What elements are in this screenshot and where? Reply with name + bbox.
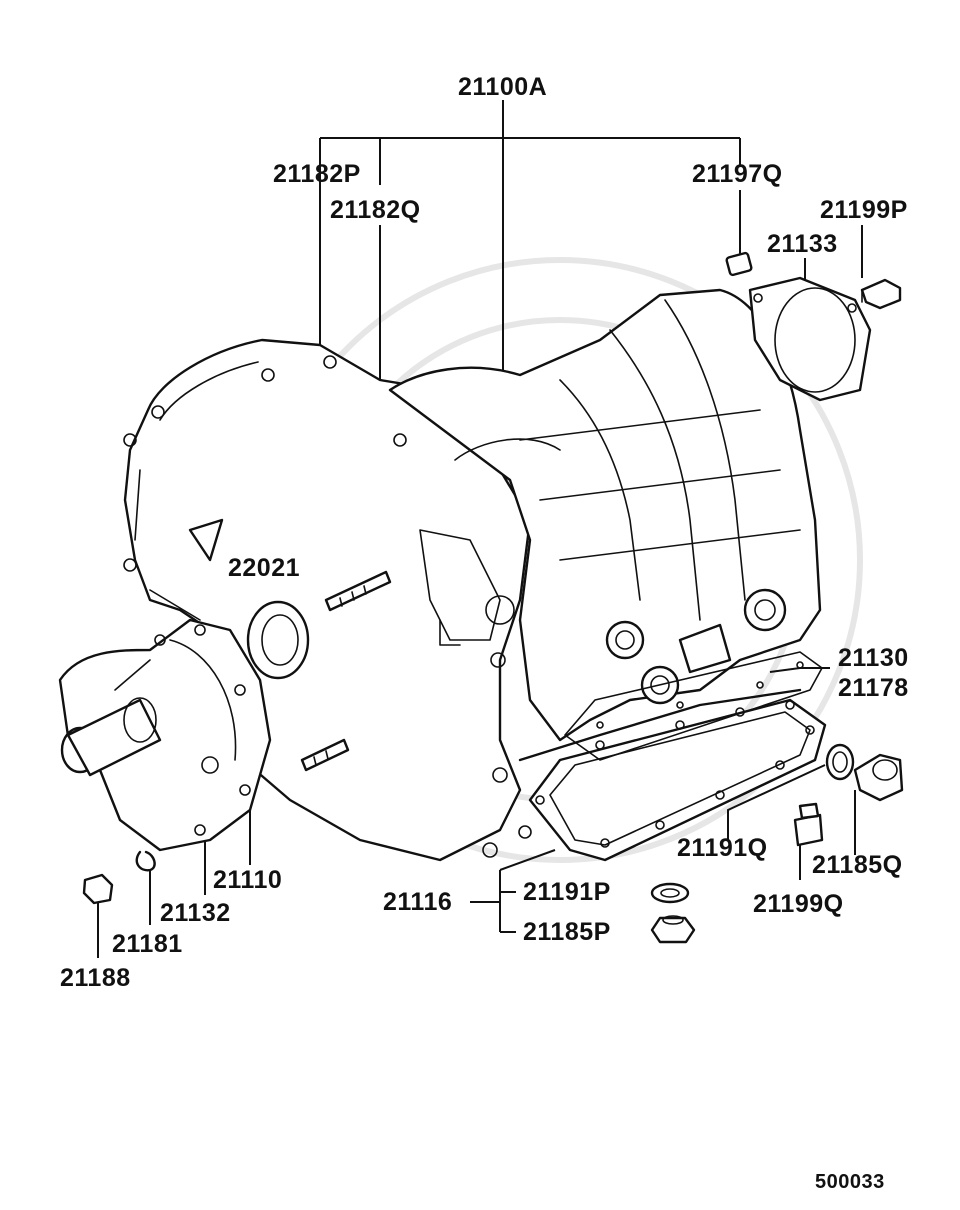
pan-gasket <box>564 651 823 761</box>
label-21133: 21133 <box>767 230 838 258</box>
dowel-21197q <box>725 251 753 277</box>
label-21110: 21110 <box>213 866 282 894</box>
label-21185p: 21185P <box>523 918 611 946</box>
extension-housing <box>58 618 272 852</box>
label-21199q: 21199Q <box>753 890 844 918</box>
label-21188: 21188 <box>60 964 131 992</box>
label-21185q: 21185Q <box>812 851 903 879</box>
label-21182p: 21182P <box>273 160 361 188</box>
washer-21191q <box>825 743 855 781</box>
oil-seal-22021 <box>246 600 310 680</box>
label-21191p: 21191P <box>523 878 611 906</box>
part-labels: 21100A 21182P 21182Q 21197Q 21199P 21133… <box>60 73 909 1193</box>
drain-plug-21185q <box>853 753 904 802</box>
label-21191q: 21191Q <box>677 834 768 862</box>
label-21199p: 21199P <box>820 196 908 224</box>
bolt-21199p <box>860 278 902 310</box>
gasket-21133 <box>748 276 872 402</box>
washer-21191p <box>650 882 690 904</box>
label-21130: 21130 <box>838 644 909 672</box>
label-21181: 21181 <box>112 930 183 958</box>
nut-21188 <box>82 873 114 905</box>
label-21178: 21178 <box>838 674 909 702</box>
stud-21182q <box>324 570 392 612</box>
label-21132: 21132 <box>160 899 231 927</box>
bolt-21199q <box>793 802 824 847</box>
label-21197q: 21197Q <box>692 160 783 188</box>
drain-plug-21185p <box>650 915 696 944</box>
clip-21181 <box>135 850 156 872</box>
label-21100a: 21100A <box>458 73 547 101</box>
label-21116: 21116 <box>383 888 452 916</box>
label-22021: 22021 <box>228 554 300 582</box>
label-21182q: 21182Q <box>330 196 421 224</box>
diagram-number: 500033 <box>815 1171 885 1193</box>
stud-21182p <box>300 738 350 772</box>
